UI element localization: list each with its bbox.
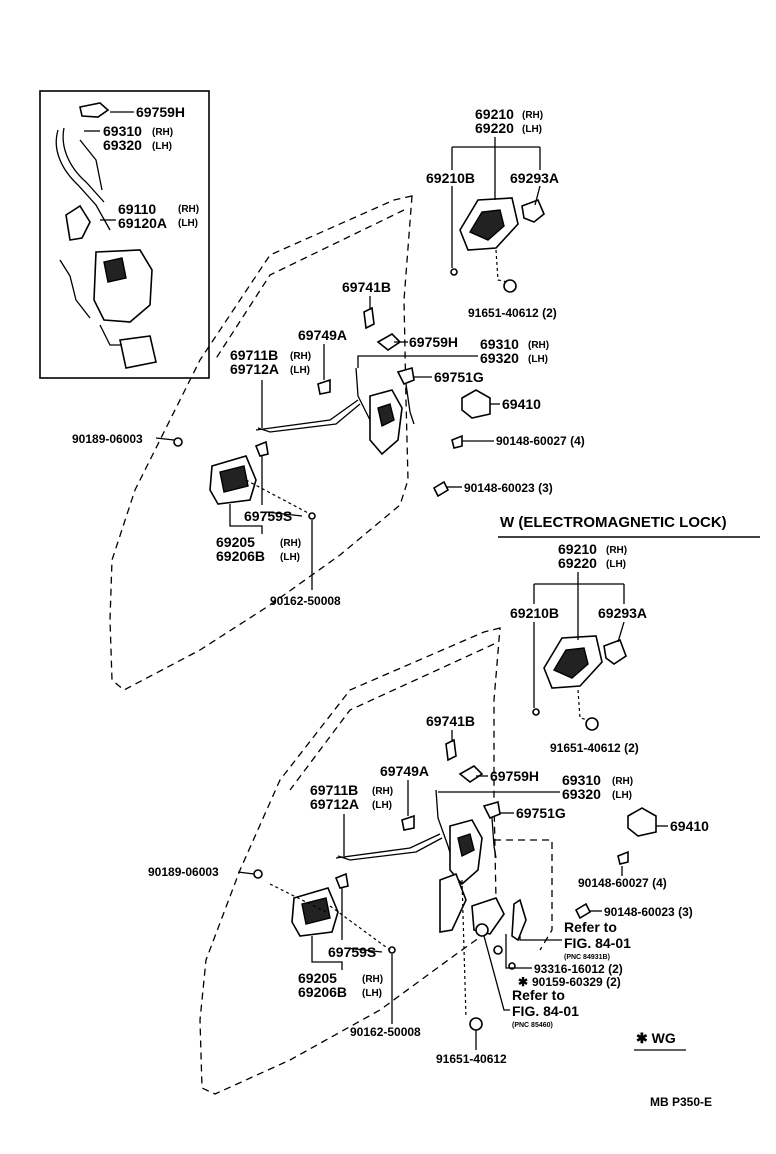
bottom-rh-69205: (RH): [362, 974, 383, 985]
top-rh-69210: (RH): [522, 110, 543, 121]
bottom-label-69210: 69210: [558, 541, 597, 557]
top-label-90162: 90162-50008: [270, 594, 341, 608]
top-label-69410: 69410: [502, 396, 541, 412]
bottom-label-69205: 69205: [298, 970, 337, 986]
bottom-label-69320: 69320: [562, 786, 601, 802]
bottom-label-90189: 90189-06003: [148, 865, 219, 879]
bottom-label-69293A: 69293A: [598, 605, 647, 621]
inset-lock-drawing: [55, 102, 157, 369]
footer-code: MB P350-E: [650, 1095, 712, 1109]
top-label-69741B: 69741B: [342, 279, 391, 295]
top-label-69712A: 69712A: [230, 361, 279, 377]
bottom-outside-handle: [532, 635, 627, 731]
top-label-90148-23: 90148-60023 (3): [464, 481, 553, 495]
top-label-69751G: 69751G: [434, 369, 484, 385]
legend-wg: ✱ WG: [636, 1030, 676, 1046]
top-rh-69310: (RH): [528, 340, 549, 351]
bottom-label-90159: 90159-60329 (2): [532, 975, 621, 989]
top-label-69310: 69310: [480, 336, 519, 352]
bottom-rh-69711B: (RH): [372, 786, 393, 797]
bottom-label-69410: 69410: [670, 818, 709, 834]
bottom-label-91651-single: 91651-40612: [436, 1052, 507, 1066]
top-rh-69711B: (RH): [290, 351, 311, 362]
top-label-69749A: 69749A: [298, 327, 347, 343]
top-label-69759H: 69759H: [409, 334, 458, 350]
top-label-69220: 69220: [475, 120, 514, 136]
bottom-label-69310: 69310: [562, 772, 601, 788]
bottom-label-69712A: 69712A: [310, 796, 359, 812]
bottom-label-69206B: 69206B: [298, 984, 347, 1000]
top-door-outline: [109, 195, 413, 691]
inset-label-69110: 69110: [118, 201, 156, 217]
bottom-lh-69320: (LH): [612, 790, 632, 801]
inset-rh-1: (RH): [152, 127, 173, 138]
top-label-69205: 69205: [216, 534, 255, 550]
top-lh-69206B: (LH): [280, 552, 300, 563]
top-label-69320: 69320: [480, 350, 519, 366]
bottom-label-90162: 90162-50008: [350, 1025, 421, 1039]
bottom-label-91651: 91651-40612 (2): [550, 741, 639, 755]
bottom-label-69711B: 69711B: [310, 782, 358, 798]
bottom-label-69759S: 69759S: [328, 944, 376, 960]
inset-frame: [39, 90, 210, 379]
section-heading: W (ELECTROMAGNETIC LOCK): [500, 514, 727, 531]
top-lh-69712A: (LH): [290, 365, 310, 376]
top-label-69759S: 69759S: [244, 508, 292, 524]
top-label-69293A: 69293A: [510, 170, 559, 186]
inset-lh-2: (LH): [178, 218, 198, 229]
inset-label-69320: 69320: [103, 137, 142, 153]
bottom-label-90148-27: 90148-60027 (4): [578, 876, 667, 890]
top-label-90148-27: 90148-60027 (4): [496, 434, 585, 448]
bottom-label-69751G: 69751G: [516, 805, 566, 821]
top-rh-69205: (RH): [280, 538, 301, 549]
bottom-door-assembly: 69210 (RH) 69220 (LH) 69210B 69293A 9165…: [148, 541, 709, 1095]
bottom-refer-to-2: Refer to: [512, 987, 565, 1003]
bottom-lh-69712A: (LH): [372, 800, 392, 811]
top-label-69210: 69210: [475, 106, 514, 122]
inset-label-69759H: 69759H: [136, 104, 185, 120]
top-label-69206B: 69206B: [216, 548, 265, 564]
bottom-label-69210B: 69210B: [510, 605, 559, 621]
top-lock-parts: [173, 306, 491, 520]
top-outside-handle: [450, 197, 545, 293]
bottom-label-69220: 69220: [558, 555, 597, 571]
bottom-fig-84-01-2: FIG. 84-01: [512, 1003, 579, 1019]
bottom-pnc-2: (PNC 85460): [512, 1022, 553, 1029]
bottom-label-69749A: 69749A: [380, 763, 429, 779]
top-lh-69320: (LH): [528, 354, 548, 365]
top-label-91651: 91651-40612 (2): [468, 306, 557, 320]
inset-lh-1: (LH): [152, 141, 172, 152]
bottom-lh-69206B: (LH): [362, 988, 382, 999]
top-label-69711B: 69711B: [230, 347, 278, 363]
inset-rh-2: (RH): [178, 204, 199, 215]
bottom-rh-69210: (RH): [606, 545, 627, 556]
bottom-fig-84-01-1: FIG. 84-01: [564, 935, 631, 951]
bottom-door-outline: [199, 627, 501, 1095]
bottom-lh-69220: (LH): [606, 559, 626, 570]
bottom-rh-69310: (RH): [612, 776, 633, 787]
bottom-pnc-1: (PNC 84931B): [564, 954, 610, 961]
bottom-refer-to-1: Refer to: [564, 919, 617, 935]
top-door-assembly: 69759H 69310 (RH) 69320 (LH) 69110 (RH) …: [39, 90, 585, 691]
bottom-label-69759H: 69759H: [490, 768, 539, 784]
bottom-label-69741B: 69741B: [426, 713, 475, 729]
bottom-label-90148-23: 90148-60023 (3): [604, 905, 693, 919]
top-label-69210B: 69210B: [426, 170, 475, 186]
inset-label-69120A: 69120A: [118, 215, 167, 231]
bottom-label-93316: 93316-16012 (2): [534, 962, 623, 976]
top-lh-69220: (LH): [522, 124, 542, 135]
inset-label-69310: 69310: [103, 123, 142, 139]
top-label-90189: 90189-06003: [72, 432, 143, 446]
bottom-asterisk-90159: ✱: [518, 975, 528, 989]
